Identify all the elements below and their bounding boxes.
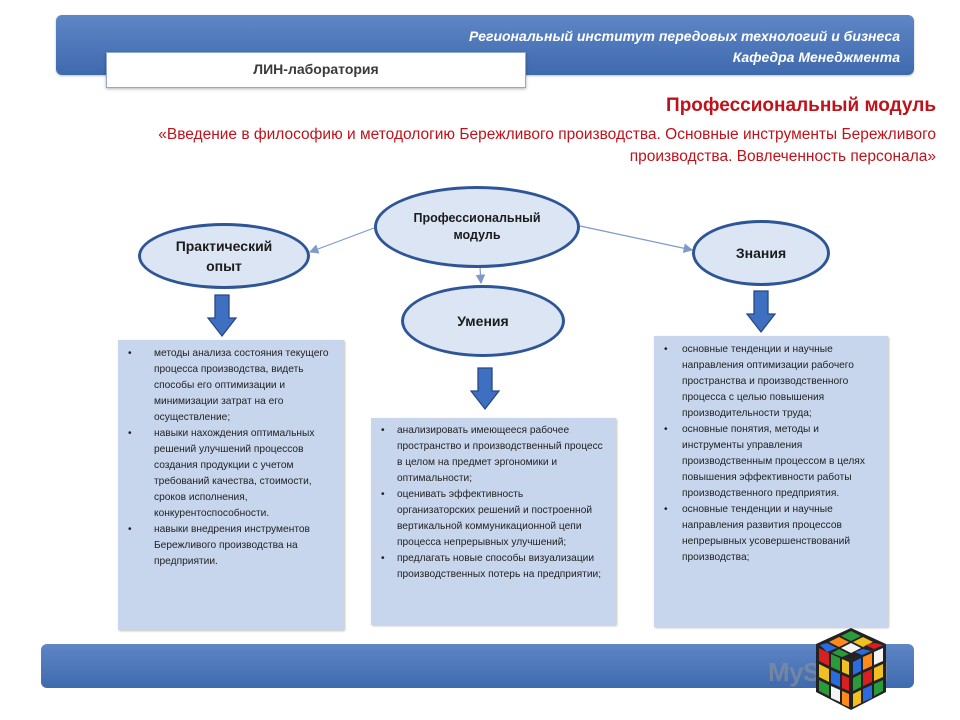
list-item: основные тенденции и научные направления… xyxy=(654,342,888,422)
skills-list: анализировать имеющееся рабочее простран… xyxy=(371,423,616,583)
list-item: методы анализа состояния текущего процес… xyxy=(118,346,344,426)
skills-label: Умения xyxy=(457,313,509,329)
lab-label: ЛИН-лаборатория xyxy=(253,61,379,77)
list-item: оценивать эффективность организаторских … xyxy=(371,487,616,551)
institute-name: Региональный институт передовых технолог… xyxy=(469,28,900,44)
list-item: основные понятия, методы и инструменты у… xyxy=(654,422,888,502)
skills-ellipse: Умения xyxy=(401,285,565,357)
practical-experience-label: Практический опыт xyxy=(175,238,273,274)
practical-experience-panel: методы анализа состояния текущего процес… xyxy=(118,340,344,630)
list-item: навыки нахождения оптимальных решений ул… xyxy=(118,426,344,522)
practical-experience-list: методы анализа состояния текущего процес… xyxy=(118,346,344,570)
header-text: Региональный институт передовых технолог… xyxy=(469,26,900,68)
list-item: навыки внедрения инструментов Бережливог… xyxy=(118,522,344,570)
knowledge-label: Знания xyxy=(735,245,787,261)
down-arrow-icon xyxy=(746,290,776,334)
down-arrow-icon xyxy=(207,294,237,338)
practical-experience-ellipse: Практический опыт xyxy=(138,223,310,289)
footer-band xyxy=(41,644,914,688)
module-subtitle: «Введение в философию и методологию Бере… xyxy=(158,126,936,165)
lab-box: ЛИН-лаборатория xyxy=(106,52,526,88)
list-item: предлагать новые способы визуализации пр… xyxy=(371,551,616,583)
down-arrow-icon xyxy=(470,367,500,411)
connector-left xyxy=(308,227,375,254)
department-name: Кафедра Менеджмента xyxy=(732,49,900,65)
skills-panel: анализировать имеющееся рабочее простран… xyxy=(371,418,616,625)
center-ellipse: Профессиональный модуль xyxy=(374,186,580,268)
knowledge-ellipse: Знания xyxy=(692,220,830,286)
center-label: Профессиональный модуль xyxy=(413,211,541,242)
list-item: основные тенденции и научные направления… xyxy=(654,502,888,566)
connector-right xyxy=(579,225,694,253)
list-item: анализировать имеющееся рабочее простран… xyxy=(371,423,616,487)
knowledge-panel: основные тенденции и научные направления… xyxy=(654,336,888,627)
connector-middle xyxy=(475,266,486,285)
knowledge-list: основные тенденции и научные направления… xyxy=(654,342,888,566)
rubiks-cube-icon xyxy=(816,628,886,710)
module-title: Профессиональный модуль xyxy=(666,95,936,116)
